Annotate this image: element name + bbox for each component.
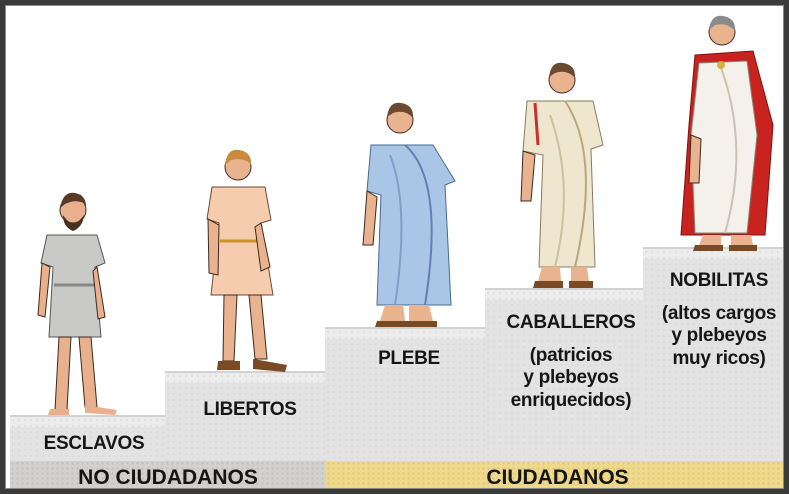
group-ciudadanos: CIUDADANOS [326,461,784,489]
label-caballeros: CABALLEROS [506,312,636,333]
label-nobilitas: NOBILITAS [669,270,769,291]
noble-figure [680,15,774,251]
detail-caballeros: (patricios y plebeyos enriquecidos) [510,345,632,411]
group-no-ciudadanos-label: NO CIUDADANOS [78,465,258,489]
label-esclavos: ESCLAVOS [43,433,145,454]
label-plebe: PLEBE [378,348,440,369]
step-plebe [325,327,490,463]
plebeian-figure [362,102,456,327]
slave-figure [37,192,117,415]
freedman-figure [206,149,287,372]
figures-illustration [37,15,774,415]
step-libertos [165,371,330,463]
group-ciudadanos-label: CIUDADANOS [486,465,629,489]
step-esclavos [10,415,170,463]
detail-nobilitas: (altos cargos y plebeyos muy ricos) [661,303,777,369]
label-libertos: LIBERTOS [203,399,297,420]
step-nobilitas [643,247,784,463]
step-caballeros [485,288,650,463]
knight-figure [520,62,604,288]
group-no-ciudadanos: NO CIUDADANOS [10,461,326,489]
